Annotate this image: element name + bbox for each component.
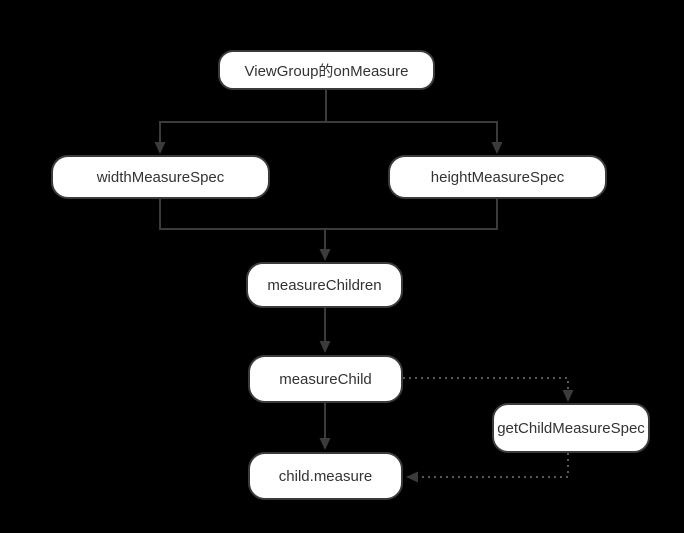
edge-get-child-measure-spec-to-child-measure bbox=[418, 453, 569, 478]
node-width-measure-spec: widthMeasureSpec bbox=[51, 155, 270, 199]
node-on-measure: ViewGroup的onMeasure bbox=[218, 50, 435, 90]
arrowhead-on-measure-to-height-measure-spec bbox=[491, 142, 503, 154]
edge-on-measure-to-height-measure-spec bbox=[325, 90, 498, 142]
node-measure-child: measureChild bbox=[248, 355, 403, 403]
arrowhead-measure-child-to-get-child-measure-spec bbox=[562, 390, 574, 402]
arrowhead-measure-child-to-child-measure bbox=[319, 438, 331, 450]
arrowhead-on-measure-to-width-measure-spec bbox=[154, 142, 166, 154]
edge-height-measure-spec-to-measure-children bbox=[324, 199, 498, 249]
edge-width-measure-spec-to-measure-children bbox=[159, 199, 325, 230]
arrowhead-get-child-measure-spec-to-child-measure bbox=[406, 471, 418, 483]
arrowhead-measure-children-to-measure-child bbox=[319, 341, 331, 353]
node-height-measure-spec: heightMeasureSpec bbox=[388, 155, 607, 199]
node-get-child-measure-spec: getChildMeasureSpec bbox=[492, 403, 650, 453]
node-measure-children: measureChildren bbox=[246, 262, 403, 308]
edge-measure-child-to-get-child-measure-spec bbox=[403, 377, 569, 390]
edge-on-measure-to-width-measure-spec bbox=[159, 90, 327, 142]
node-child-measure: child.measure bbox=[248, 452, 403, 500]
arrowhead-height-measure-spec-to-measure-children bbox=[319, 249, 331, 261]
